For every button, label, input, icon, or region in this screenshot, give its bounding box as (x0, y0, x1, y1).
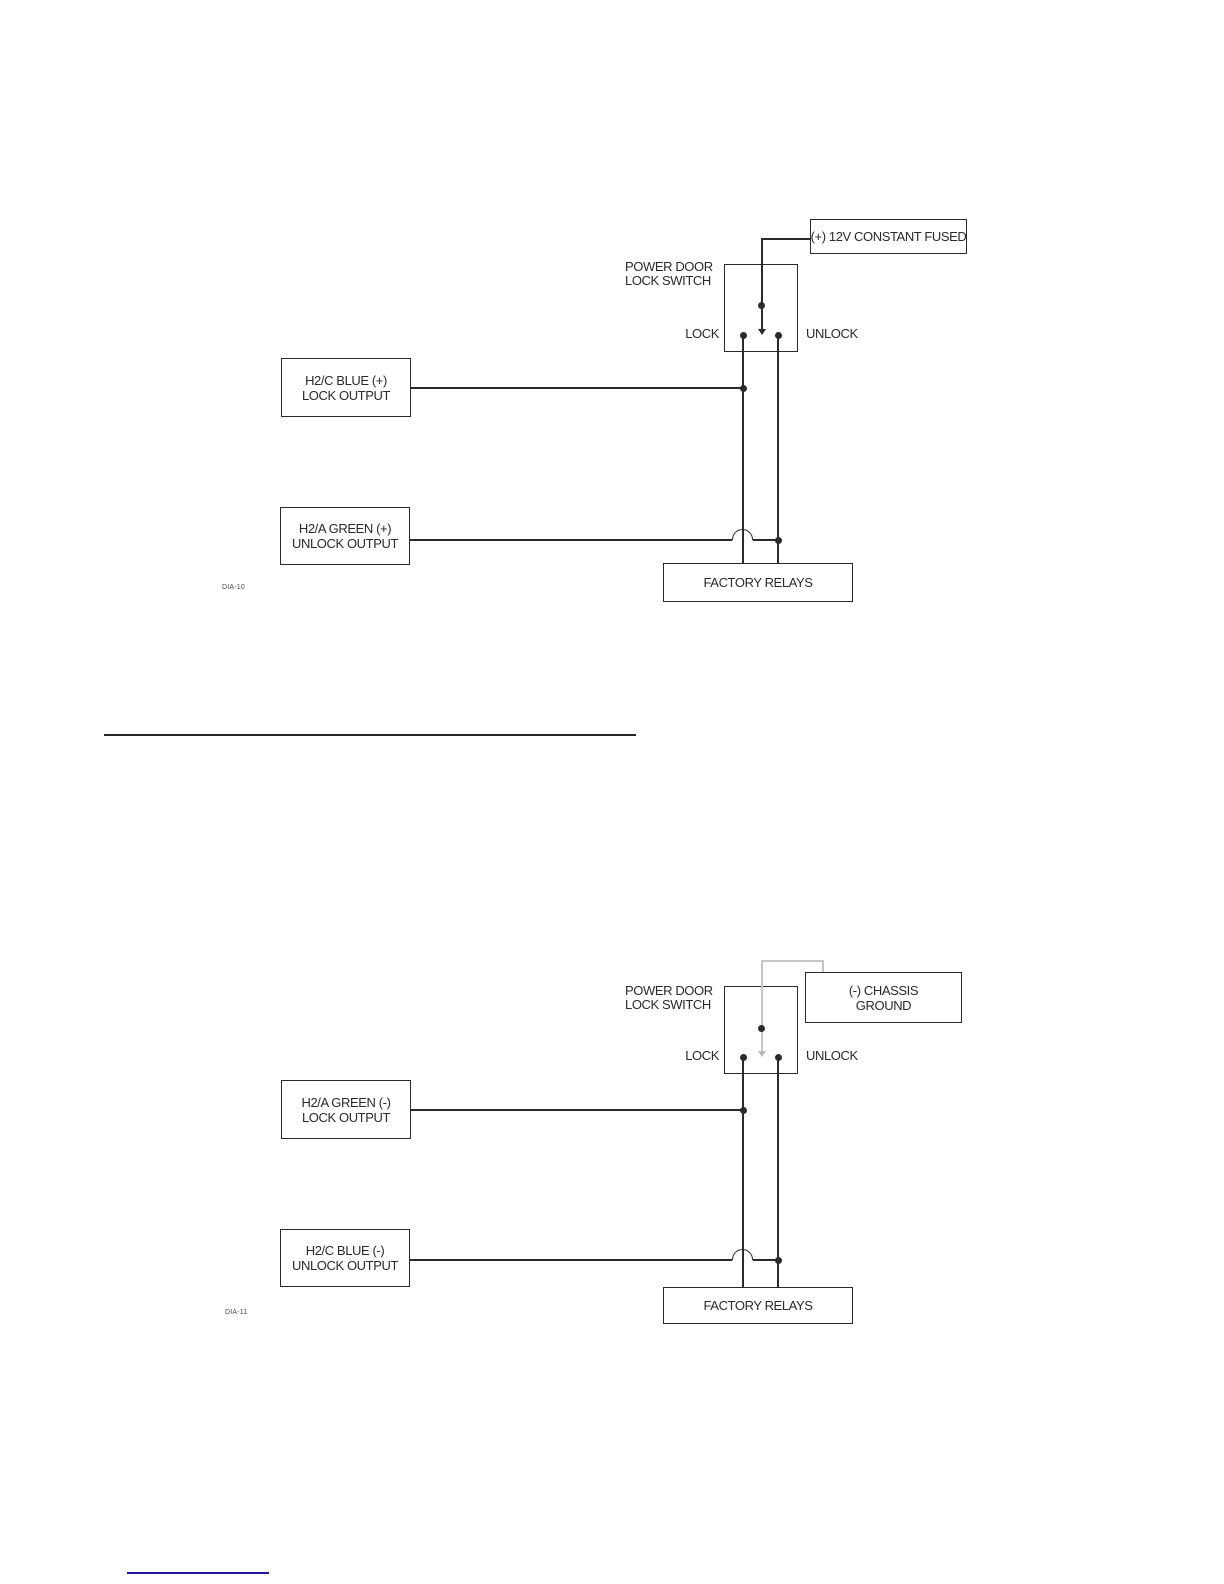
constant-power-box: (+) 12V CONSTANT FUSED (810, 219, 967, 254)
chassis-ground-line2: GROUND (855, 997, 912, 1013)
ground-wire-horizontal (761, 960, 823, 962)
lock-output-box: H2/A GREEN (-) LOCK OUTPUT (281, 1080, 411, 1139)
chassis-ground-box: (-) CHASSIS GROUND (805, 972, 962, 1023)
lock-terminal-label: LOCK (685, 326, 719, 341)
lock-terminal-label: LOCK (685, 1048, 719, 1063)
lock-wire-vertical (742, 1057, 744, 1288)
switch-label-line1: POWER DOOR (625, 983, 713, 998)
section-divider (104, 734, 636, 736)
unlock-output-wire-left (410, 1259, 732, 1261)
unlock-output-wire-right (753, 1259, 778, 1261)
unlock-output-box: H2/C BLUE (-) UNLOCK OUTPUT (280, 1229, 410, 1287)
unlock-output-wire-left (410, 539, 732, 541)
figure-id-label: DIA-10 (222, 584, 245, 591)
lock-output-line1: H2/A GREEN (-) (301, 1094, 391, 1110)
unlock-output-box: H2/A GREEN (+) UNLOCK OUTPUT (280, 507, 410, 565)
unlock-output-line1: H2/C BLUE (-) (305, 1243, 385, 1258)
unlock-junction-dot (774, 536, 782, 544)
unlock-output-line1: H2/A GREEN (+) (298, 521, 392, 536)
link-underline[interactable] (127, 1572, 269, 1574)
unlock-junction-dot (774, 1256, 782, 1264)
constant-power-label: (+) 12V CONSTANT FUSED (810, 229, 967, 244)
switch-pivot-dot (758, 302, 765, 309)
supply-wire-vertical (761, 238, 763, 330)
switch-label: POWER DOOR LOCK SWITCH (625, 984, 713, 1012)
switch-label-line1: POWER DOOR (625, 259, 713, 274)
lock-output-line1: H2/C BLUE (+) (305, 372, 387, 388)
lock-output-line2: LOCK OUTPUT (301, 387, 391, 403)
unlock-terminal-label: UNLOCK (806, 326, 858, 341)
factory-relays-box: FACTORY RELAYS (663, 563, 853, 602)
lock-output-line2: LOCK OUTPUT (301, 1109, 391, 1125)
switch-label-line2: LOCK SWITCH (625, 997, 711, 1012)
lock-output-box: H2/C BLUE (+) LOCK OUTPUT (281, 358, 411, 417)
supply-wire-horizontal (761, 238, 810, 240)
factory-relays-label: FACTORY RELAYS (703, 1298, 813, 1313)
wire-hop (732, 529, 753, 540)
unlock-wire-vertical (777, 1057, 779, 1288)
lock-junction-dot (739, 384, 747, 392)
factory-relays-label: FACTORY RELAYS (703, 575, 813, 590)
lock-wire-vertical (742, 335, 744, 563)
switch-label: POWER DOOR LOCK SWITCH (625, 260, 713, 288)
ground-wire-vertical (761, 960, 763, 1051)
unlock-wire-vertical (777, 335, 779, 563)
unlock-terminal-label: UNLOCK (806, 1048, 858, 1063)
switch-label-line2: LOCK SWITCH (625, 273, 711, 288)
lock-output-wire (411, 1109, 743, 1111)
wire-hop (732, 1249, 753, 1260)
lock-junction-dot (739, 1106, 747, 1114)
unlock-output-wire-right (753, 539, 778, 541)
switch-arm-arrow-icon (758, 1051, 766, 1057)
switch-pivot-dot (758, 1024, 765, 1032)
door-lock-switch-box (724, 264, 798, 352)
figure-id-label: DIA-11 (225, 1309, 248, 1316)
unlock-output-line2: UNLOCK OUTPUT (291, 536, 399, 551)
ground-wire-drop (822, 960, 824, 972)
factory-relays-box: FACTORY RELAYS (663, 1287, 853, 1324)
switch-arm-arrow-icon (758, 329, 766, 335)
lock-output-wire (411, 387, 743, 389)
unlock-output-line2: UNLOCK OUTPUT (291, 1258, 399, 1273)
chassis-ground-line1: (-) CHASSIS (848, 982, 919, 998)
